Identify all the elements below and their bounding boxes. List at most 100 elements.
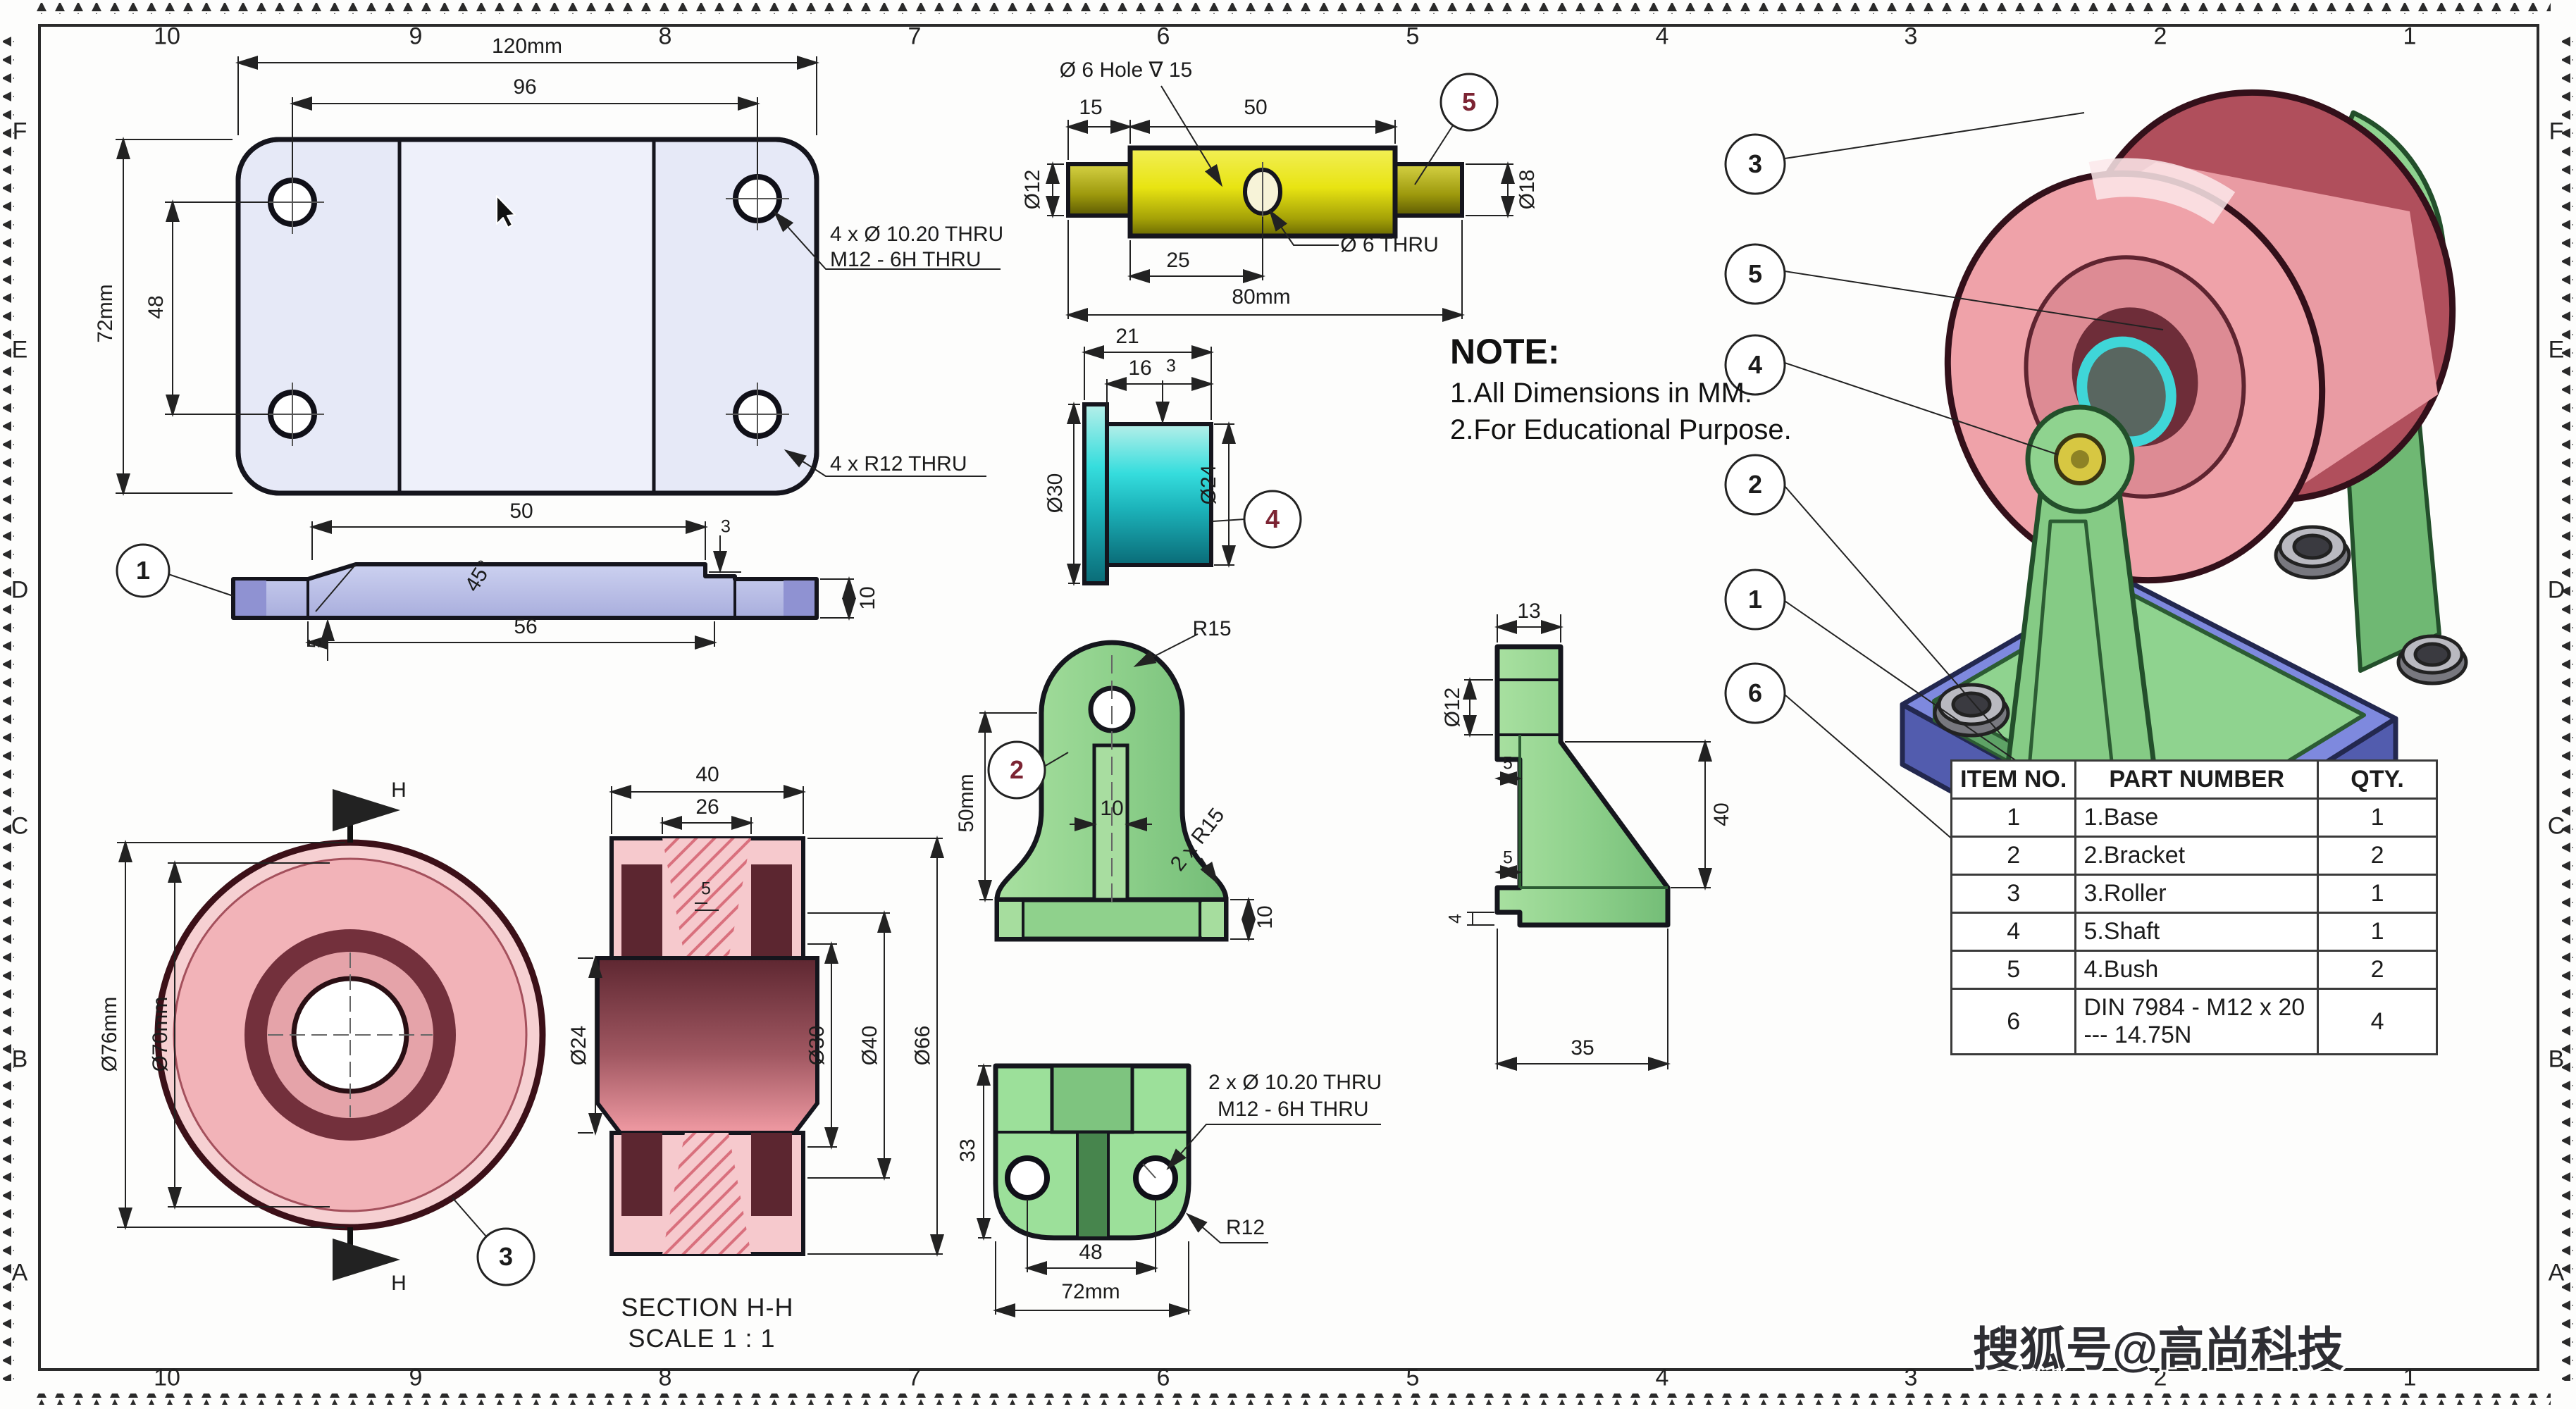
assembly-3d-view bbox=[1724, 89, 2468, 921]
shaft-dim-25: 25 bbox=[1166, 249, 1190, 272]
zone-bottom-9: 9 bbox=[409, 1364, 423, 1391]
table-row: 3 3.Roller 1 bbox=[1950, 874, 2438, 914]
bom-qty: 1 bbox=[2317, 912, 2438, 952]
bracket-bottom-view bbox=[977, 1063, 1381, 1317]
section-dim-d40: Ø40 bbox=[858, 1025, 881, 1066]
zone-top-8: 8 bbox=[658, 23, 672, 50]
base-plate-view bbox=[116, 56, 1001, 496]
balloon-3 bbox=[476, 1227, 535, 1286]
zone-left-D: D bbox=[11, 576, 29, 604]
plate-sec-dim-10: 10 bbox=[856, 586, 879, 610]
zone-right-A: A bbox=[2548, 1259, 2565, 1286]
bom-header-item: ITEM NO. bbox=[1950, 759, 2077, 800]
roller-dim-d76: Ø76mm bbox=[98, 996, 121, 1072]
assembly-balloons bbox=[1724, 133, 1786, 724]
plate-dim-height: 72mm bbox=[94, 284, 117, 343]
shaft-dim-total: 80mm bbox=[1232, 285, 1291, 309]
bracket-front-base: 10 bbox=[1253, 905, 1277, 929]
section-dim-40: 40 bbox=[695, 763, 719, 786]
bom-item: 5 bbox=[1950, 950, 2077, 990]
shaft-dim-15: 15 bbox=[1079, 96, 1103, 119]
bom-item: 6 bbox=[1950, 988, 2077, 1055]
zone-top-6: 6 bbox=[1156, 23, 1170, 50]
bom-qty: 4 bbox=[2317, 988, 2438, 1055]
plate-callout-holes-2: M12 - 6H THRU bbox=[830, 248, 982, 271]
assembly-balloon-2: 2 bbox=[1747, 470, 1763, 499]
shaft-dim-d18: Ø18 bbox=[1516, 169, 1539, 210]
section-dim-5: 5 bbox=[701, 879, 711, 899]
note-title: NOTE: bbox=[1450, 332, 1560, 371]
mouse-cursor-icon bbox=[496, 195, 516, 228]
note-line-1: 1.All Dimensions in MM. bbox=[1450, 378, 1753, 409]
zone-right-F: F bbox=[2549, 118, 2564, 145]
zone-top-10: 10 bbox=[154, 23, 180, 50]
zone-bottom-8: 8 bbox=[658, 1364, 672, 1391]
bracket-side-5b: 5 bbox=[1503, 848, 1513, 868]
section-dim-d30: Ø30 bbox=[805, 1025, 829, 1066]
bom-table: ITEM NO. PART NUMBER QTY. 1 1.Base 1 2 2… bbox=[1950, 759, 2438, 1055]
table-row: 6 DIN 7984 - M12 x 20 --- 14.75N 4 bbox=[1950, 988, 2438, 1055]
plate-callout-corner: 4 x R12 THRU bbox=[830, 452, 967, 476]
zone-right-D: D bbox=[2547, 576, 2565, 604]
note-line-2: 2.For Educational Purpose. bbox=[1450, 414, 1792, 445]
roller-cut-label-top: H bbox=[391, 778, 407, 802]
zone-bottom-5: 5 bbox=[1406, 1364, 1420, 1391]
zone-bottom-4: 4 bbox=[1655, 1364, 1669, 1391]
bracket-side-13: 13 bbox=[1517, 600, 1541, 623]
bom-qty: 1 bbox=[2317, 797, 2438, 838]
roller-balloon-label: 3 bbox=[498, 1242, 514, 1271]
bom-header-row: ITEM NO. PART NUMBER QTY. bbox=[1950, 759, 2438, 800]
zone-bottom-3: 3 bbox=[1904, 1364, 1918, 1391]
bom-qty: 2 bbox=[2317, 950, 2438, 990]
balloon-1 bbox=[116, 543, 171, 598]
zone-left-A: A bbox=[11, 1259, 28, 1286]
zone-top-2: 2 bbox=[2153, 23, 2167, 50]
zone-right-C: C bbox=[2547, 812, 2565, 840]
sheet-border bbox=[3, 3, 2573, 1405]
plate-sec-dim-5: 5 bbox=[305, 638, 326, 648]
assembly-balloon-5: 5 bbox=[1747, 259, 1763, 288]
zone-right-B: B bbox=[2548, 1045, 2565, 1073]
bom-item: 2 bbox=[1950, 836, 2077, 876]
bush-dim-21: 21 bbox=[1115, 325, 1139, 348]
table-row: 5 4.Bush 2 bbox=[1950, 950, 2438, 990]
zone-bottom-6: 6 bbox=[1156, 1364, 1170, 1391]
section-dim-d24: Ø24 bbox=[567, 1025, 590, 1066]
bracket-side-40: 40 bbox=[1710, 802, 1733, 826]
assembly-balloon-1: 1 bbox=[1747, 585, 1763, 614]
bracket-side-d12: Ø12 bbox=[1441, 687, 1464, 728]
watermark: 搜狐号@高尚科技 bbox=[1973, 1323, 2344, 1375]
shaft-balloon-label: 5 bbox=[1461, 87, 1477, 116]
assembly-balloon-3: 3 bbox=[1747, 149, 1763, 178]
shaft-view bbox=[1046, 73, 1515, 322]
assembly-balloon-4: 4 bbox=[1747, 350, 1763, 379]
bom-item: 3 bbox=[1950, 874, 2077, 914]
balloon-5 bbox=[1439, 73, 1499, 132]
balloon-2 bbox=[987, 740, 1046, 800]
bracket-side-5a: 5 bbox=[1503, 753, 1513, 774]
plate-sec-dim-50: 50 bbox=[509, 499, 533, 523]
bush-balloon-label: 4 bbox=[1265, 504, 1280, 533]
bracket-front-height: 50mm bbox=[955, 774, 978, 833]
table-row: 4 5.Shaft 1 bbox=[1950, 912, 2438, 952]
zone-bottom-10: 10 bbox=[154, 1364, 180, 1391]
plate-callout-holes-1: 4 x Ø 10.20 THRU bbox=[830, 223, 1004, 246]
zone-bottom-2: 2 bbox=[2153, 1364, 2167, 1391]
plate-balloon-label: 1 bbox=[135, 556, 151, 585]
bom-part: 3.Roller bbox=[2074, 874, 2320, 914]
zone-bottom-1: 1 bbox=[2403, 1364, 2417, 1391]
roller-section-view bbox=[578, 785, 944, 1257]
bom-item: 1 bbox=[1950, 797, 2077, 838]
bom-header-qty: QTY. bbox=[2317, 759, 2438, 800]
table-row: 1 1.Base 1 bbox=[1950, 797, 2438, 838]
roller-front-view bbox=[117, 789, 546, 1286]
zone-left-E: E bbox=[11, 336, 28, 364]
bracket-bottom-48: 48 bbox=[1079, 1241, 1103, 1264]
roller-cut-label-bottom: H bbox=[391, 1272, 407, 1295]
plate-dim-width: 120mm bbox=[491, 35, 563, 58]
bracket-bottom-callout-2: M12 - 6H THRU bbox=[1218, 1098, 1369, 1121]
bom-part: 2.Bracket bbox=[2074, 836, 2320, 876]
zone-left-F: F bbox=[12, 118, 27, 145]
bom-header-part: PART NUMBER bbox=[2074, 759, 2320, 800]
